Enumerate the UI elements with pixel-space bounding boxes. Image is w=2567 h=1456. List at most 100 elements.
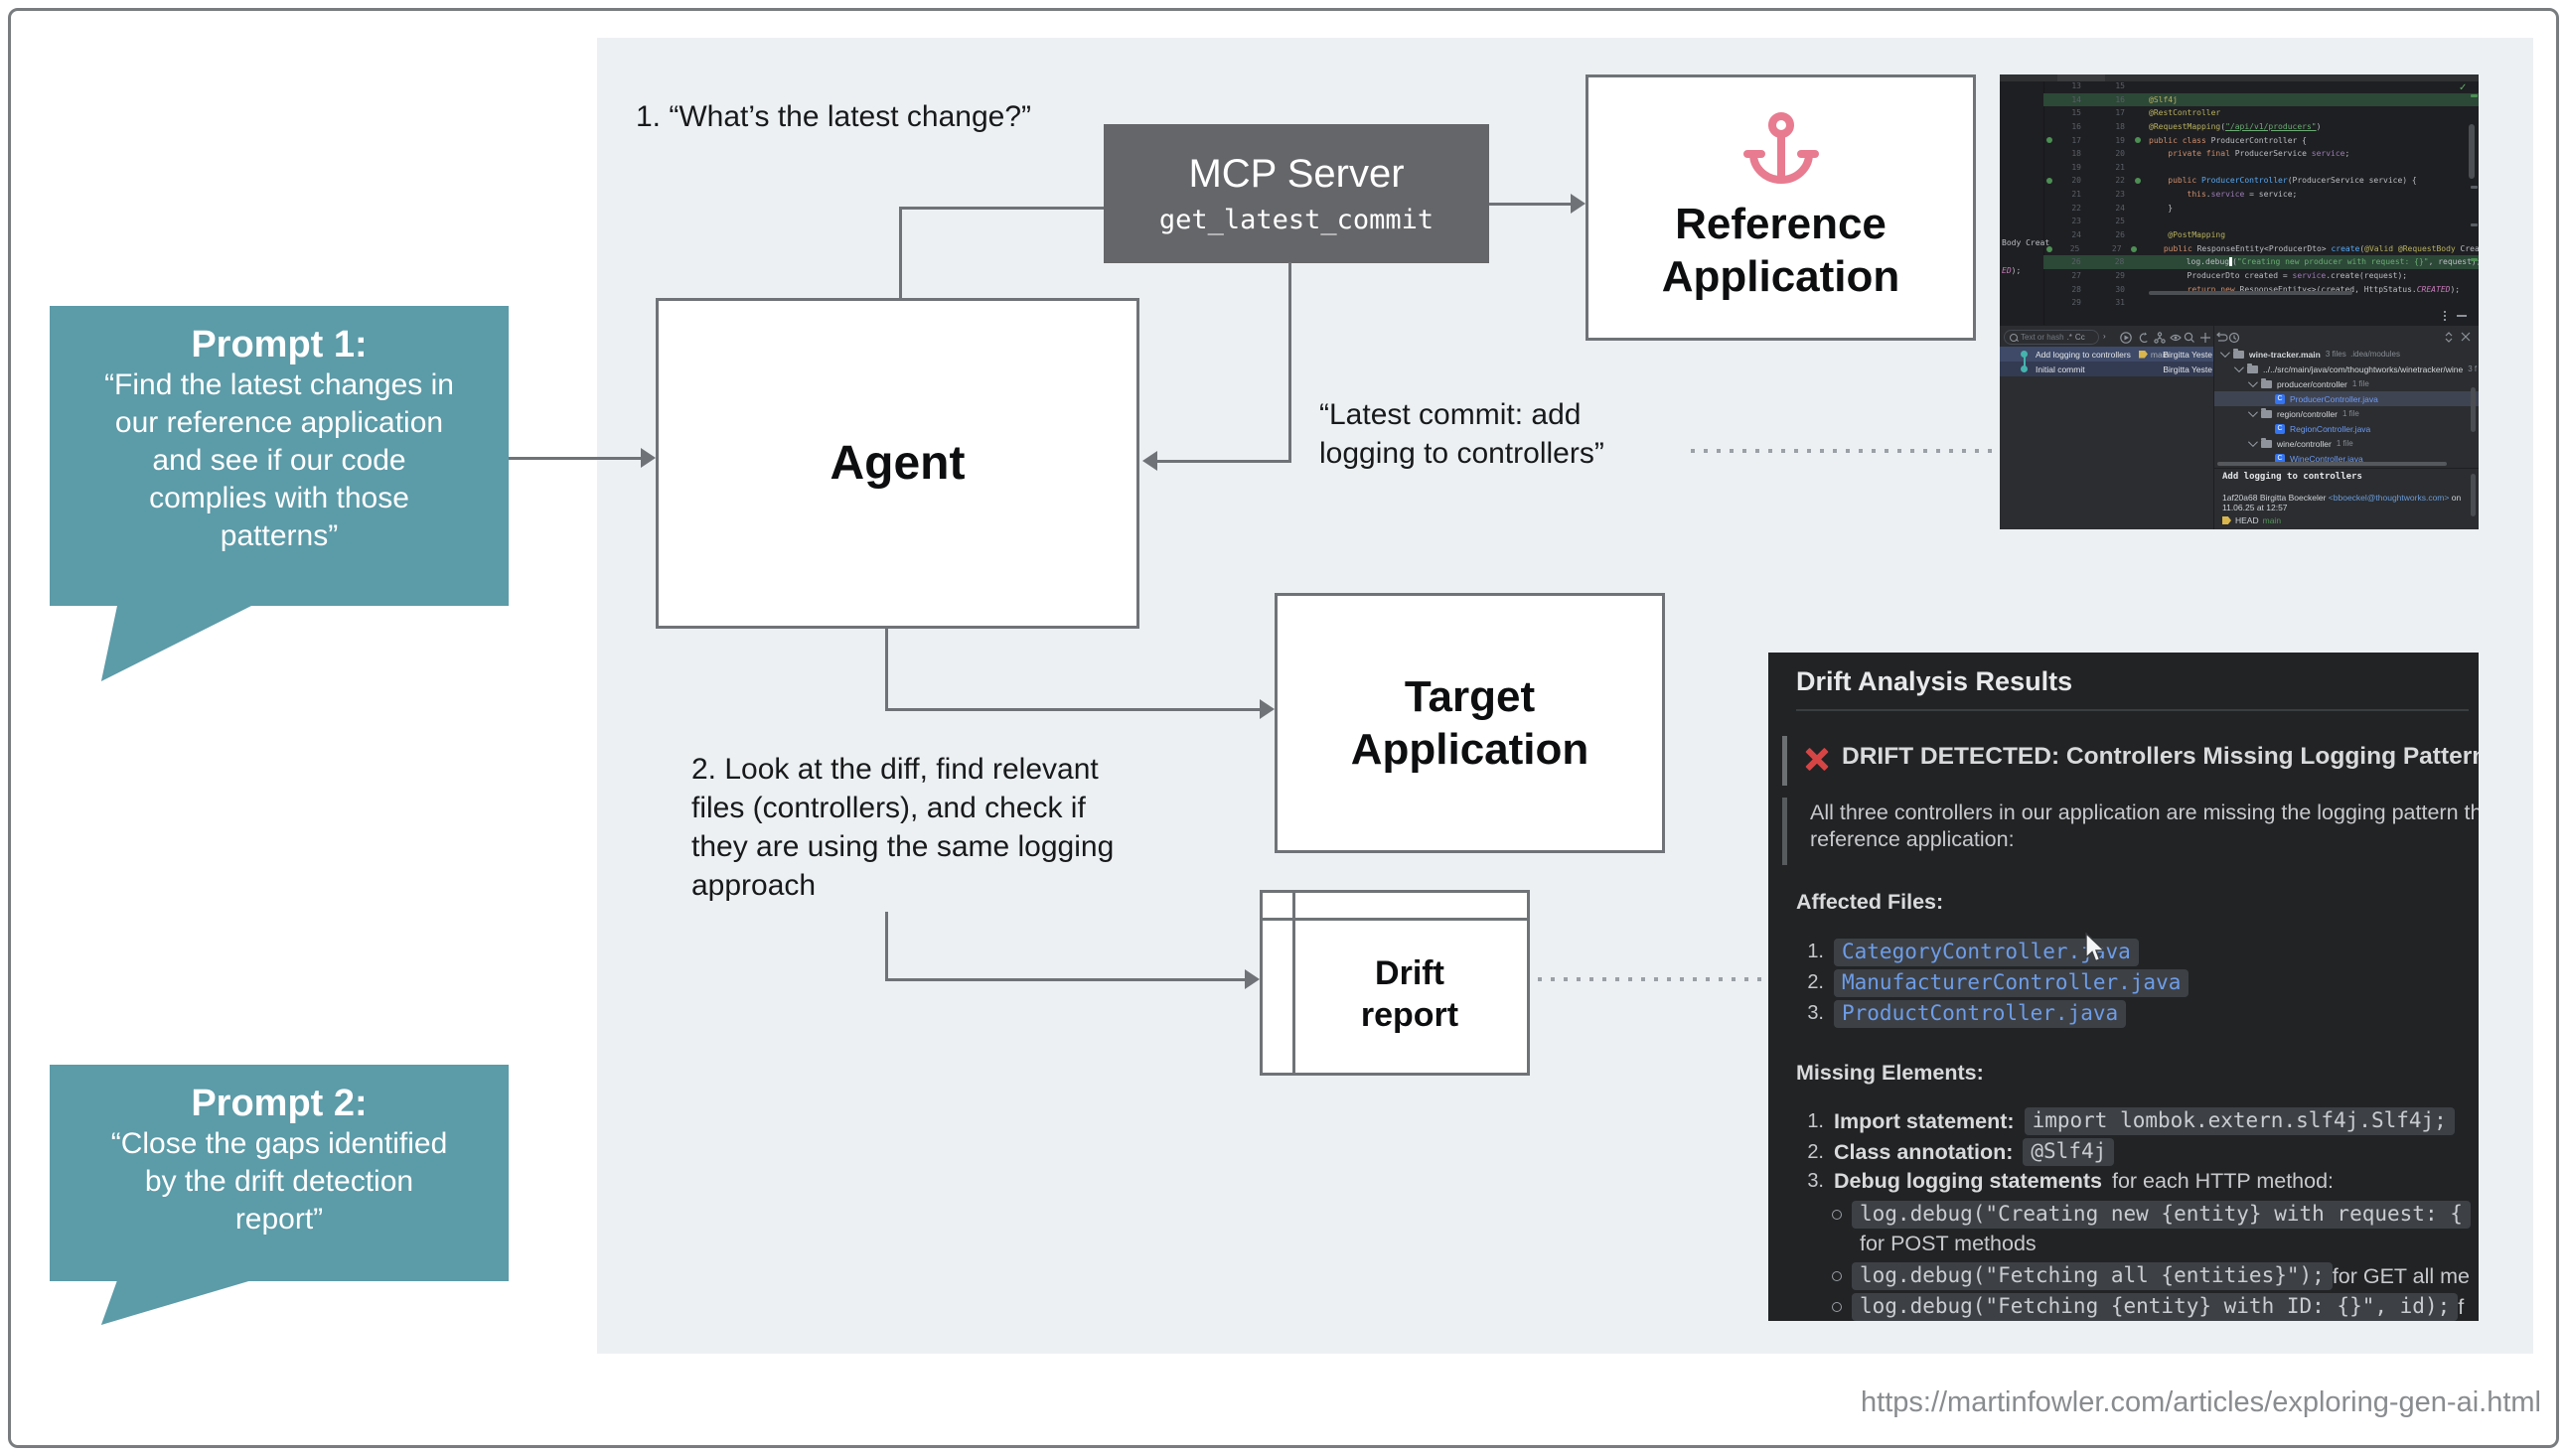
code-line[interactable]: 27 29 ProducerDto created = service.crea…	[2043, 269, 2479, 283]
inspections-check-icon[interactable]: ✓	[2459, 82, 2468, 93]
tree-row[interactable]: ProducerController.java	[2214, 391, 2479, 406]
more-options-icon[interactable]	[2444, 311, 2446, 313]
tree-row[interactable]: producer/controller 1 file	[2214, 376, 2479, 391]
drift-panel-title: Drift Analysis Results	[1796, 666, 2073, 696]
line-number-new: 25	[2115, 217, 2125, 226]
code-line[interactable]: 23 25	[2043, 215, 2479, 228]
panel-resize-icons[interactable]	[2442, 331, 2474, 344]
code-line[interactable]: 13 15	[2043, 79, 2479, 93]
code-chip: import lombok.extern.slf4j.Slf4j;	[2024, 1107, 2455, 1135]
tree-row[interactable]: ../../src/main/java/com/thoughtworks/win…	[2214, 362, 2479, 376]
tree-label: ProducerController.java	[2290, 393, 2378, 404]
commit-on: on	[2449, 493, 2462, 503]
line-number-new: 21	[2115, 162, 2125, 172]
tree-row[interactable]: wine-tracker.main 3 files .idea/modules	[2214, 347, 2479, 362]
code-text: this.service = service;	[2187, 190, 2298, 200]
chevron-right-icon[interactable]: ›	[2103, 332, 2106, 341]
affected-files-list: 1. CategoryController.java 2. Manufactur…	[1796, 937, 2190, 1029]
code-line[interactable]: 26 28 log.debug("Creating new producer w…	[2043, 255, 2479, 269]
tree-row[interactable]: WineController.java	[2214, 451, 2479, 466]
change-marker-green	[2471, 258, 2478, 261]
chevron-down-icon[interactable]	[2247, 437, 2258, 448]
code-line[interactable]: 20 22 public ProducerController(Producer…	[2043, 174, 2479, 188]
git-panes-divider	[2213, 325, 2214, 529]
line-number-old: 28	[2071, 284, 2081, 294]
tree-row[interactable]: RegionController.java	[2214, 421, 2479, 436]
folder-icon	[2261, 407, 2272, 418]
changed-files-tree[interactable]: wine-tracker.main 3 files .idea/modules …	[2214, 347, 2479, 466]
missing-label: Class annotation:	[1834, 1139, 2014, 1164]
chevron-down-icon[interactable]	[2233, 363, 2244, 373]
line-number-old: 29	[2071, 298, 2081, 308]
affected-file-chip: ManufacturerController.java	[1834, 968, 2190, 997]
tree-label: RegionController.java	[2290, 423, 2371, 434]
regex-toggle[interactable]: .*	[2066, 333, 2072, 342]
folder-icon	[2233, 348, 2244, 359]
branch-tag-icon	[2138, 350, 2148, 359]
folder-icon	[2261, 377, 2272, 388]
code-line[interactable]: 25 27 public ResponseEntity<ProducerDto>…	[2043, 242, 2479, 256]
code-line[interactable]: 17 19 public class ProducerController {	[2043, 134, 2479, 148]
code-chip: log.debug("Creating new {entity} with re…	[1852, 1201, 2471, 1229]
arrowhead-prompt1-to-agent	[641, 448, 656, 468]
step2-note: 2. Look at the diff, find relevant files…	[691, 750, 1114, 905]
commit-row-selected[interactable]: Add logging to controllers main Birgitta…	[2000, 347, 2213, 362]
bullet-circle-icon	[1832, 1210, 1842, 1220]
outer-frame	[8, 8, 2559, 1448]
code-line[interactable]: 19 21	[2043, 161, 2479, 175]
line-number-old: 20	[2071, 176, 2081, 186]
target-application-box: Target Application	[1275, 593, 1665, 853]
git-toolbar-icons[interactable]	[2119, 331, 2248, 345]
tree-row[interactable]: wine/controller 1 file	[2214, 436, 2479, 451]
match-case-toggle[interactable]: Cc	[2074, 333, 2085, 342]
code-text: @Slf4j	[2149, 94, 2178, 104]
tree-meta: 1 file	[2351, 379, 2369, 388]
ide-code-editor[interactable]: 13 15 14 16 @Slf4j 15 17 @RestController	[2043, 79, 2479, 310]
code-line[interactable]: 21 23 this.service = service;	[2043, 188, 2479, 202]
code-chip: log.debug("Fetching all {entities}");	[1852, 1262, 2333, 1290]
code-line[interactable]: 24 26 @PostMapping	[2043, 228, 2479, 242]
code-line[interactable]: 28 30 return new ResponseEntity<>(create…	[2043, 283, 2479, 297]
minimize-icon[interactable]	[2457, 315, 2467, 317]
chevron-down-icon[interactable]	[2219, 348, 2230, 359]
tree-horizontal-scrollbar[interactable]	[2217, 462, 2447, 466]
code-line[interactable]: 29 31	[2043, 296, 2479, 310]
list-number: 2.	[1807, 971, 1824, 993]
tree-row[interactable]: region/controller 1 file	[2214, 406, 2479, 421]
bean-gutter-icon	[2127, 137, 2149, 144]
code-line[interactable]: 16 18 @RequestMapping("/api/v1/producers…	[2043, 120, 2479, 134]
commit-email-link[interactable]: <bboeckel@thoughtworks.com>	[2328, 493, 2450, 503]
mouse-cursor-icon	[2085, 933, 2106, 962]
missing-item: 1. Import statement: import lombok.exter…	[1796, 1107, 2479, 1135]
missing-item: 2. Class annotation: @Slf4j	[1796, 1138, 2479, 1166]
chevron-down-icon[interactable]	[2247, 377, 2258, 388]
editor-horizontal-scrollbar[interactable]	[2149, 291, 2352, 295]
missing-label: Import statement:	[1834, 1108, 2015, 1133]
line-number-old: 26	[2071, 257, 2081, 267]
line-number-new: 16	[2115, 94, 2125, 104]
git-search-field[interactable]: Text or hash .* Cc	[2004, 330, 2099, 345]
step2-line: files (controllers), and check if	[691, 792, 1086, 824]
drift-report-column-divider	[1292, 893, 1295, 1073]
code-line[interactable]: 15 17 @RestController	[2043, 106, 2479, 120]
code-line[interactable]: 22 24 }	[2043, 202, 2479, 216]
agent-box: Agent	[656, 298, 1139, 629]
commit-row[interactable]: Initial commit Birgitta Yeste	[2000, 362, 2213, 376]
code-line[interactable]: 14 16 @Slf4j	[2043, 92, 2479, 107]
prompt1-line: “Find the latest changes in	[104, 368, 454, 401]
code-line[interactable]: 18 20 private final ProducerService serv…	[2043, 147, 2479, 161]
tree-vertical-scrollbar[interactable]	[2471, 387, 2476, 432]
java-class-icon	[2275, 453, 2285, 464]
git-search-placeholder: Text or hash	[2021, 333, 2064, 342]
details-vertical-scrollbar[interactable]	[2471, 474, 2476, 516]
line-number-old: 22	[2071, 203, 2081, 213]
git-panel-divider	[2000, 325, 2479, 326]
reference-application-box: Reference Application	[1586, 74, 1976, 341]
editor-vertical-scrollbar[interactable]	[2469, 124, 2475, 179]
target-label-line: Application	[1350, 725, 1589, 774]
line-number-old: 23	[2071, 217, 2081, 226]
code-text: log.debug("Creating new producer with re…	[2148, 257, 2479, 267]
line-number-new: 31	[2115, 298, 2125, 308]
chevron-down-icon[interactable]	[2247, 407, 2258, 418]
